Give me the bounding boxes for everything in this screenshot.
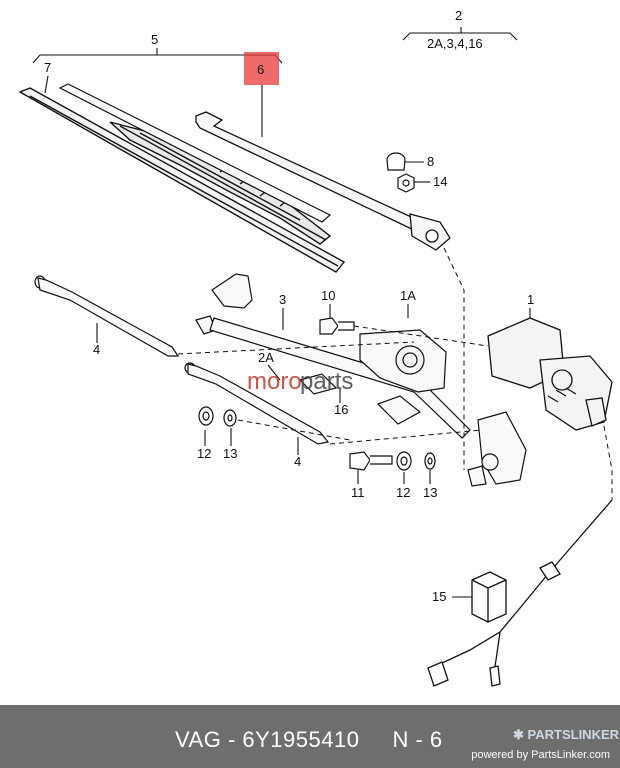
callout-6: 6: [257, 62, 264, 77]
callout-13-right: 13: [423, 485, 437, 500]
watermark: moro parts: [247, 368, 353, 395]
linkage-rod-lower: [184, 362, 330, 445]
spacer-right: [396, 451, 412, 471]
wiper-linkage-frame: [195, 273, 527, 487]
callout-15: 15: [432, 589, 446, 604]
partslinker-brand-name: PARTSLINKER: [527, 727, 620, 742]
wiper-frame: [58, 83, 332, 223]
callout-10: 10: [321, 288, 335, 303]
partslinker-logo-icon: ✱: [513, 727, 524, 742]
callout-13-left: 13: [223, 446, 237, 461]
callout-12-left: 12: [197, 446, 211, 461]
wiper-arm: [195, 111, 451, 251]
part-number-text: VAG - 6Y1955410 N - 6: [175, 727, 443, 752]
wiring-harness: [427, 499, 613, 687]
wiper-assembly-diagram: 2 2A,3,4,16 5 6 7 8 14 10 1A 1 3 4 2A 16…: [18, 8, 613, 687]
callout-labels: 2 2A,3,4,16 5 6 7 8 14 10 1A 1 3 4 2A 16…: [44, 8, 534, 604]
callout-2-subparts: 2A,3,4,16: [427, 36, 483, 51]
callout-11: 11: [351, 485, 365, 500]
callout-leaders: [32, 27, 531, 598]
callout-4-lower: 4: [294, 454, 301, 469]
spacer-left: [198, 406, 214, 426]
linkage-rod-upper: [34, 275, 180, 357]
arm-cap: [386, 152, 406, 171]
callout-2A: 2A: [258, 350, 274, 365]
bolt-10: [319, 317, 355, 335]
callout-1: 1: [527, 292, 534, 307]
callout-2: 2: [455, 8, 462, 23]
wiper-motor: [487, 317, 613, 431]
highlight-box: [244, 52, 279, 85]
callout-8: 8: [427, 154, 434, 169]
callout-12-right: 12: [396, 485, 410, 500]
watermark-part2: parts: [300, 368, 353, 395]
arm-nut: [397, 173, 415, 193]
callout-3: 3: [279, 292, 286, 307]
watermark-part1: moro: [247, 368, 302, 395]
assembly-guides: [177, 247, 613, 500]
callout-16: 16: [334, 402, 348, 417]
partslinker-logo: ✱ PARTSLINKER: [513, 727, 619, 743]
wiper-blade: [18, 87, 346, 273]
callout-14: 14: [433, 174, 447, 189]
callout-5: 5: [151, 32, 158, 47]
powered-by-text[interactable]: powered by PartsLinker.com: [471, 749, 610, 761]
bolt-11: [349, 451, 393, 471]
callout-7: 7: [44, 60, 51, 75]
washer-left: [223, 409, 237, 427]
washer-right: [424, 452, 436, 470]
callout-1A: 1A: [400, 288, 416, 303]
control-unit: [471, 571, 507, 623]
footer-bar: VAG - 6Y1955410 N - 6 ✱ PARTSLINKER powe…: [0, 705, 620, 768]
callout-4-upper: 4: [93, 342, 100, 357]
